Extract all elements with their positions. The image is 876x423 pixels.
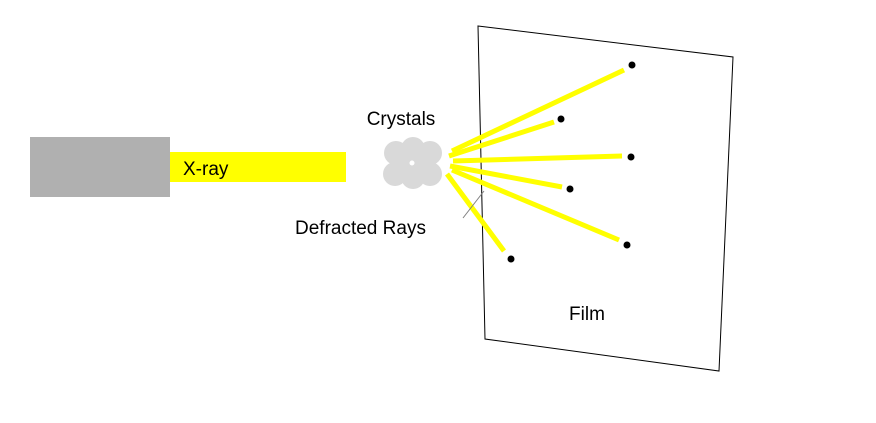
diffracted-ray [448,119,555,159]
diffraction-spot [557,115,565,123]
diffraction-spots-group [507,61,636,263]
diffraction-spot [566,185,574,193]
diffracted-ray [452,153,623,164]
defracted-rays-label: Defracted Rays [295,218,426,239]
diffracted-rays-group [444,67,626,253]
film-panel [477,25,734,372]
diffracted-ray [451,167,620,243]
crystal-cluster [383,137,442,189]
film-label: Film [569,304,605,325]
xray-beam [170,152,346,182]
diffracted-ray [444,172,507,253]
diffracted-ray [450,67,626,154]
xray-source-box [30,137,170,197]
xray-label: X-ray [183,159,229,180]
crystals-label: Crystals [367,109,436,130]
diffracted-ray [449,163,563,190]
diffraction-spot [628,61,636,69]
defracted-rays-pointer-line [462,190,485,219]
diffraction-spot [507,255,515,263]
crystal-center-dot [409,160,415,166]
diffraction-spot [627,153,635,161]
diffraction-spot [623,241,631,249]
